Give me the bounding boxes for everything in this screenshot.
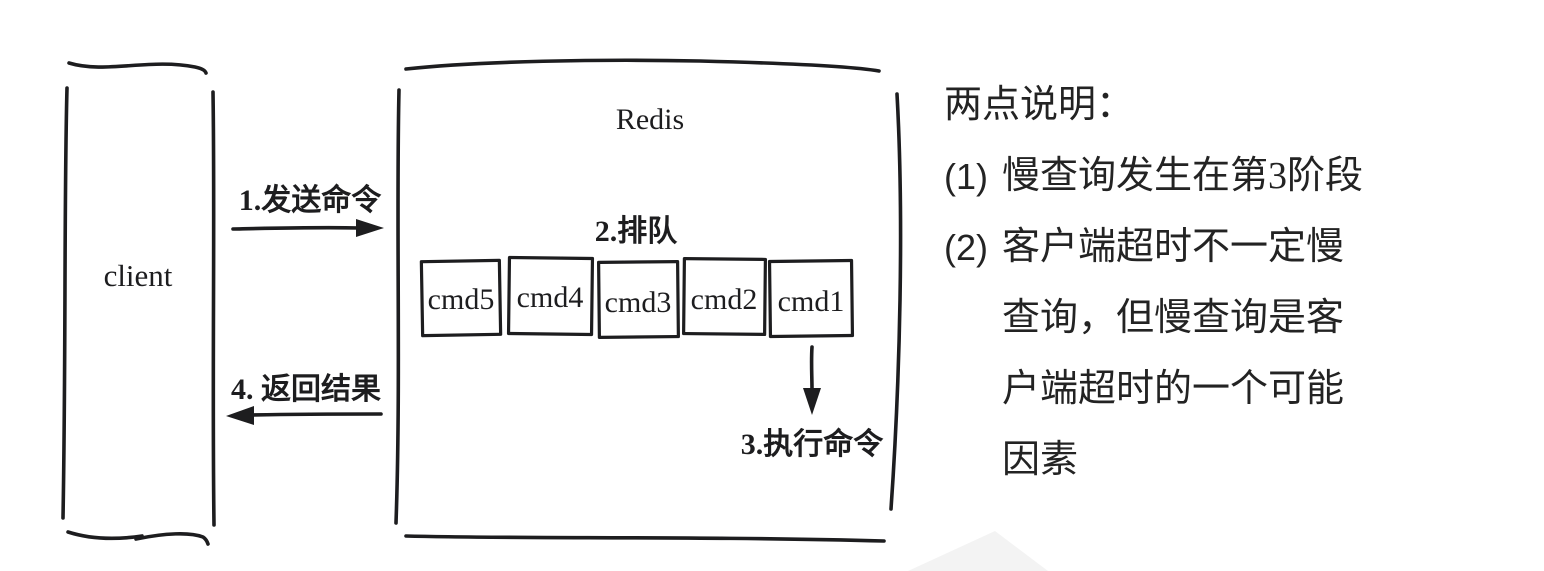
- client-box: client: [61, 61, 216, 546]
- note-item-lines: 慢查询发生在第3阶段: [1002, 141, 1504, 212]
- queue-box-label: cmd5: [428, 283, 495, 316]
- note-item-line: 客户端超时不一定慢: [1002, 226, 1345, 268]
- queue-box-cmd4: [506, 255, 595, 337]
- send-command-arrowhead: [356, 219, 384, 237]
- notes-heading: 两点说明：: [944, 84, 1135, 126]
- queue-box-cmd2: [682, 256, 767, 337]
- note-item-number: (1): [944, 156, 988, 197]
- client-box-right-line: [211, 90, 216, 527]
- send-command-arrow: 1.发送命令: [231, 183, 384, 237]
- note-item-number: (2): [944, 227, 988, 268]
- redis-box-top-line: [404, 58, 881, 73]
- client-box-left-line: [61, 86, 69, 520]
- faint-corner-shape: [908, 531, 1048, 571]
- queue-box-cmd3: [597, 259, 680, 340]
- execute-command-arrow: 3.执行命令: [741, 345, 884, 461]
- note-item-line: 户端超时的一个可能: [1002, 368, 1345, 410]
- queue-box-label: cmd1: [778, 285, 845, 318]
- queue-label: 2.排队: [595, 215, 679, 248]
- redis-box-right-line: [889, 92, 903, 511]
- client-box-bottom-line: [134, 532, 210, 546]
- note-item-line: 因素: [1002, 439, 1079, 481]
- queue-box-cmd1: [767, 258, 855, 339]
- execute-command-label: 3.执行命令: [741, 427, 884, 461]
- client-box-bottom-line: [66, 530, 144, 541]
- command-queue: cmd5 cmd4 cmd3 cmd2 cmd1: [419, 255, 855, 340]
- redis-box-bottom-line: [404, 534, 886, 543]
- queue-box-label: cmd3: [605, 286, 672, 319]
- note-item-line: 查询，但慢查询是客: [1002, 297, 1345, 339]
- client-label: client: [104, 258, 173, 293]
- note-item: (2) 客户端超时不一定慢 查询，但慢查询是客 户端超时的一个可能 因素: [944, 212, 1504, 496]
- notes: 两点说明： (1) 慢查询发生在第3阶段 (2) 客户端超时不一定慢 查询，但慢…: [944, 70, 1504, 496]
- redis-box-left-line: [394, 88, 401, 525]
- return-result-arrow: 4. 返回结果: [226, 373, 383, 425]
- redis-box: Redis 2.排队: [394, 58, 903, 543]
- queue-box-cmd5: [419, 258, 503, 338]
- queue-box-label: cmd2: [691, 283, 758, 316]
- note-item-line: 慢查询发生在第3阶段: [1002, 155, 1364, 197]
- send-command-arrow-line: [231, 225, 362, 231]
- send-command-label: 1.发送命令: [239, 183, 382, 217]
- client-box-top-line: [67, 61, 208, 75]
- return-result-arrowhead: [226, 406, 254, 425]
- note-item: (1) 慢查询发生在第3阶段: [944, 141, 1504, 212]
- redis-label: Redis: [616, 103, 684, 136]
- execute-command-arrowhead: [803, 388, 821, 415]
- return-result-label: 4. 返回结果: [231, 373, 381, 406]
- queue-box-label: cmd4: [517, 281, 584, 314]
- return-result-arrow-line: [248, 412, 383, 417]
- note-item-lines: 客户端超时不一定慢 查询，但慢查询是客 户端超时的一个可能 因素: [1002, 212, 1504, 496]
